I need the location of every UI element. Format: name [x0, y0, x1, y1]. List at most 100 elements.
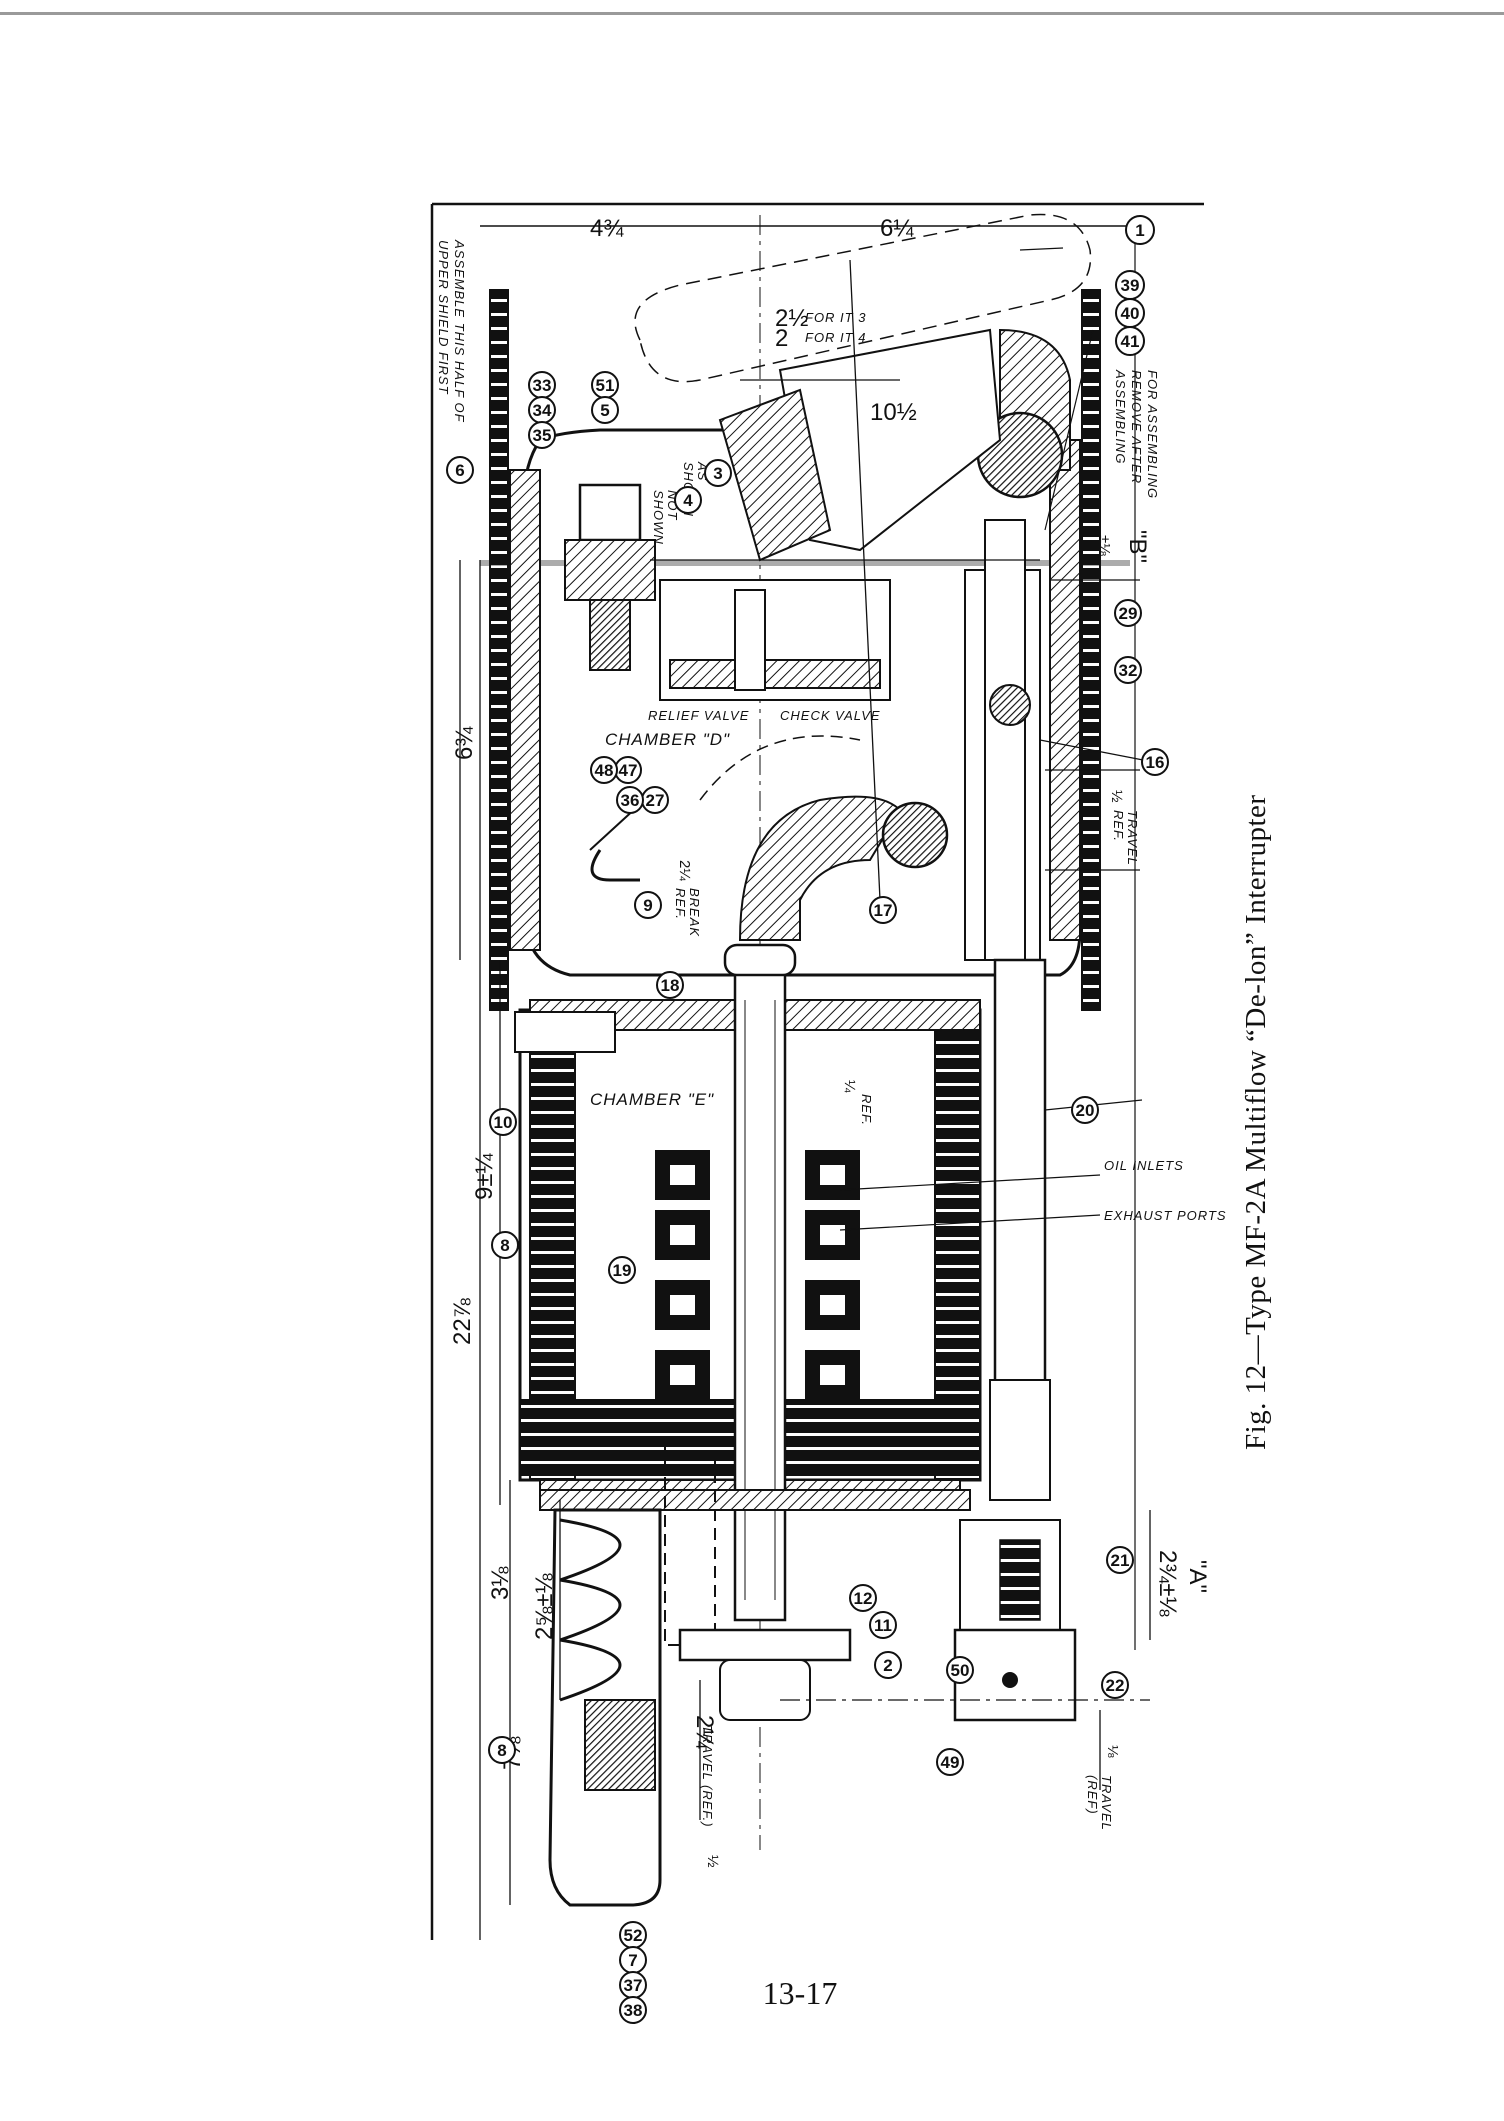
dim-3-1-8: 3⅛	[487, 1566, 514, 1600]
svg-text:32: 32	[1119, 661, 1138, 680]
note-travel-1: TRAVEL	[1125, 810, 1140, 866]
dim-2-3-4-a: 2¾±⅛	[1154, 1550, 1181, 1618]
svg-text:20: 20	[1076, 1101, 1095, 1120]
callout-1: 1	[1125, 215, 1155, 245]
svg-text:8: 8	[500, 1236, 509, 1255]
svg-text:12: 12	[854, 1589, 873, 1608]
callout-6: 6	[446, 456, 474, 484]
svg-text:11: 11	[874, 1616, 892, 1635]
dim-b-tolerance: ±⅛	[1096, 535, 1113, 556]
note-assembling-2: REMOVE AFTER	[1129, 370, 1144, 484]
callout-18: 18	[656, 971, 684, 999]
callout-41: 41	[1115, 326, 1145, 356]
lower-housing	[514, 943, 1051, 1622]
dim-6-1-4: 6¼	[880, 215, 914, 242]
upper-housing	[509, 213, 1092, 977]
svg-text:7: 7	[628, 1951, 637, 1970]
callout-50: 50	[946, 1656, 974, 1684]
callout-9: 9	[634, 891, 662, 919]
callout-4: 4	[674, 486, 702, 514]
frame-lines	[430, 202, 1204, 1940]
callout-2: 2	[874, 1651, 902, 1679]
dim-a: "A"	[1184, 1560, 1211, 1593]
note-ref-1-4: REF.	[859, 1094, 874, 1126]
note-assemble-1: ASSEMBLE THIS HALF OF	[452, 239, 467, 423]
dim-1-2: ½	[704, 1855, 721, 1868]
dim-22-7-8: 22⅞	[449, 1297, 476, 1345]
svg-text:3: 3	[713, 464, 722, 483]
svg-text:9: 9	[643, 896, 652, 915]
svg-text:49: 49	[941, 1753, 960, 1772]
svg-text:52: 52	[624, 1926, 643, 1945]
svg-text:17: 17	[874, 901, 893, 920]
svg-text:38: 38	[624, 2001, 643, 2020]
dim-10-1-2: 10½	[870, 399, 917, 426]
svg-text:36: 36	[621, 791, 640, 810]
svg-text:5: 5	[600, 401, 609, 420]
note-travel-lower: TRAVEL	[700, 1725, 715, 1781]
callout-10: 10	[489, 1108, 517, 1136]
svg-text:18: 18	[661, 976, 680, 995]
callout-37: 37	[619, 1971, 647, 1999]
svg-text:47: 47	[619, 761, 638, 780]
dim-2-1-2: 2½	[775, 305, 808, 332]
svg-text:50: 50	[951, 1661, 970, 1680]
callout-8a: 8	[491, 1231, 519, 1259]
note-for-it3: FOR IT 3	[805, 310, 866, 325]
callout-49: 49	[936, 1748, 964, 1776]
svg-text:2: 2	[883, 1656, 892, 1675]
callout-48: 48	[590, 756, 618, 784]
callout-3: 3	[704, 459, 732, 487]
note-travel-b-ref: (REF)	[1085, 1775, 1100, 1815]
svg-text:21: 21	[1111, 1551, 1130, 1570]
svg-text:4: 4	[683, 491, 693, 510]
svg-text:1: 1	[1135, 221, 1144, 240]
note-travel-b: TRAVEL	[1099, 1775, 1114, 1831]
callout-12: 12	[849, 1584, 877, 1612]
svg-text:27: 27	[646, 791, 665, 810]
note-travel-lower-ref: (REF.)	[700, 1785, 715, 1828]
note-break: BREAK	[687, 888, 702, 937]
svg-text:29: 29	[1119, 604, 1138, 623]
note-exhaust-ports: EXHAUST PORTS	[1104, 1208, 1227, 1223]
dim-b: "B"	[1124, 530, 1151, 563]
callout-5: 5	[591, 396, 619, 424]
callout-17: 17	[869, 896, 897, 924]
dim-6-3-4: 6¾	[451, 726, 478, 760]
callout-33: 33	[528, 371, 556, 399]
svg-text:51: 51	[596, 376, 615, 395]
callout-21: 21	[1106, 1546, 1134, 1574]
note-break-ref: REF.	[673, 888, 688, 920]
dim-2-1-4-travel: 2¼	[691, 1715, 718, 1749]
callout-8b: 8	[488, 1736, 516, 1764]
callout-29: 29	[1114, 599, 1142, 627]
callout-22: 22	[1101, 1671, 1129, 1699]
dim-2-1-4-break: 2¼	[676, 860, 693, 881]
note-relief-valve: RELIEF VALVE	[648, 708, 749, 723]
dim-1-2-travel: ½	[1108, 790, 1125, 803]
svg-text:22: 22	[1106, 1676, 1125, 1695]
svg-text:39: 39	[1121, 276, 1140, 295]
callout-27: 27	[641, 786, 669, 814]
callout-11: 11	[869, 1611, 897, 1639]
page-top-rule	[0, 12, 1504, 15]
note-not-shown-2: SHOWN	[651, 490, 666, 545]
note-oil-inlets: OIL INLETS	[1104, 1158, 1184, 1173]
callouts: 1 39 40 41 51 5 33 34 35 3 4 6 29 32 16 …	[446, 215, 1169, 2024]
svg-text:6: 6	[455, 461, 464, 480]
note-travel-2: REF.	[1111, 810, 1126, 842]
dim-1-8: ⅛	[1104, 1745, 1121, 1758]
callout-16: 16	[1141, 748, 1169, 776]
svg-text:37: 37	[624, 1976, 643, 1995]
svg-text:10: 10	[494, 1113, 513, 1132]
grid-stack-right	[805, 1150, 860, 1400]
callout-51: 51	[591, 371, 619, 399]
callout-52: 52	[619, 1921, 647, 1949]
note-chamber-e: CHAMBER "E"	[590, 1090, 714, 1109]
dim-2: 2	[775, 325, 788, 352]
bottom-assembly	[539, 1444, 1077, 1907]
callout-39: 39	[1115, 270, 1145, 300]
note-assembling-1: FOR ASSEMBLING	[1145, 370, 1160, 499]
callout-34: 34	[528, 396, 556, 424]
